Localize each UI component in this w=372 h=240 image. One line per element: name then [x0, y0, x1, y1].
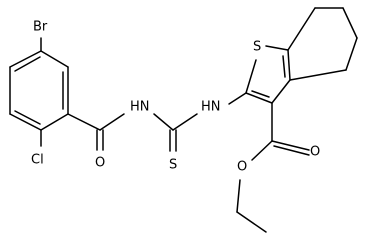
- amide-nh-label: HN: [130, 100, 150, 115]
- bond: [287, 7, 316, 51]
- bond: [342, 7, 358, 39]
- bond: [287, 49, 291, 81]
- bond: [271, 140, 310, 151]
- bond: [265, 45, 289, 51]
- thioamide-nh-label: HN: [201, 100, 221, 115]
- bond: [99, 113, 125, 131]
- bond: [245, 59, 257, 94]
- bond: [40, 50, 69, 68]
- bond: [273, 145, 310, 156]
- bond: [251, 90, 270, 98]
- bond: [236, 179, 241, 213]
- bond: [228, 92, 247, 105]
- bond: [271, 79, 291, 104]
- bond: [345, 37, 358, 71]
- bond: [153, 113, 174, 131]
- chlorine-label: Cl: [31, 153, 44, 168]
- bond: [236, 211, 267, 233]
- bond: [172, 113, 198, 131]
- bond: [289, 69, 347, 81]
- bonds: [9, 7, 358, 233]
- thiophene-sulfur-label: S: [253, 40, 261, 55]
- amide-oxygen-label: O: [95, 156, 105, 171]
- bond: [40, 113, 69, 131]
- bond: [67, 113, 101, 131]
- bond: [251, 140, 273, 161]
- bond: [282, 55, 286, 78]
- bond: [9, 113, 42, 131]
- bond: [14, 56, 41, 72]
- atom-labels: Br Cl O HN S HN S O O: [31, 20, 320, 175]
- bond: [14, 110, 41, 125]
- thione-sulfur-label: S: [169, 158, 177, 173]
- ester-oxygen-label: O: [237, 160, 247, 175]
- carbonyl-oxygen-label: O: [310, 145, 320, 160]
- bond: [245, 92, 273, 104]
- bond: [9, 50, 42, 68]
- bromine-label: Br: [33, 20, 48, 35]
